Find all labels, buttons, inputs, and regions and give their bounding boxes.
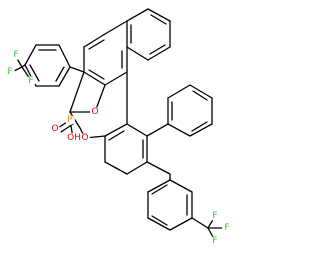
- atom-label-f-top-2: F: [7, 67, 12, 77]
- atom-label-oh: OH: [67, 133, 81, 143]
- atom-label-o-double: O: [51, 124, 58, 134]
- atom-label-p-center: P: [67, 115, 73, 125]
- atom-labels: O O P O OH F F F F F F: [5, 50, 232, 246]
- atom-label-o-ring-right: O: [81, 133, 88, 143]
- molecule-structure-diagram: O O P O OH F F F F F F: [5, 8, 232, 246]
- atom-label-f-top-3: F: [28, 76, 33, 86]
- lower-aryl-cf3: [146, 161, 223, 240]
- molecule-svg: O O P O OH F F F F F F: [5, 8, 232, 246]
- atom-label-f-bottom-2: F: [224, 223, 229, 233]
- upper-naphthalene: [83, 8, 171, 86]
- atom-label-f-bottom-1: F: [212, 211, 217, 221]
- upper-aryl-cf3: [13, 44, 85, 87]
- atom-label-f-top-1: F: [13, 50, 18, 60]
- phosphate-ring-bonds: [57, 71, 106, 139]
- atom-label-o-ring-left: O: [91, 107, 98, 117]
- lower-naphthalene: [104, 84, 213, 175]
- atom-label-f-bottom-3: F: [212, 236, 217, 246]
